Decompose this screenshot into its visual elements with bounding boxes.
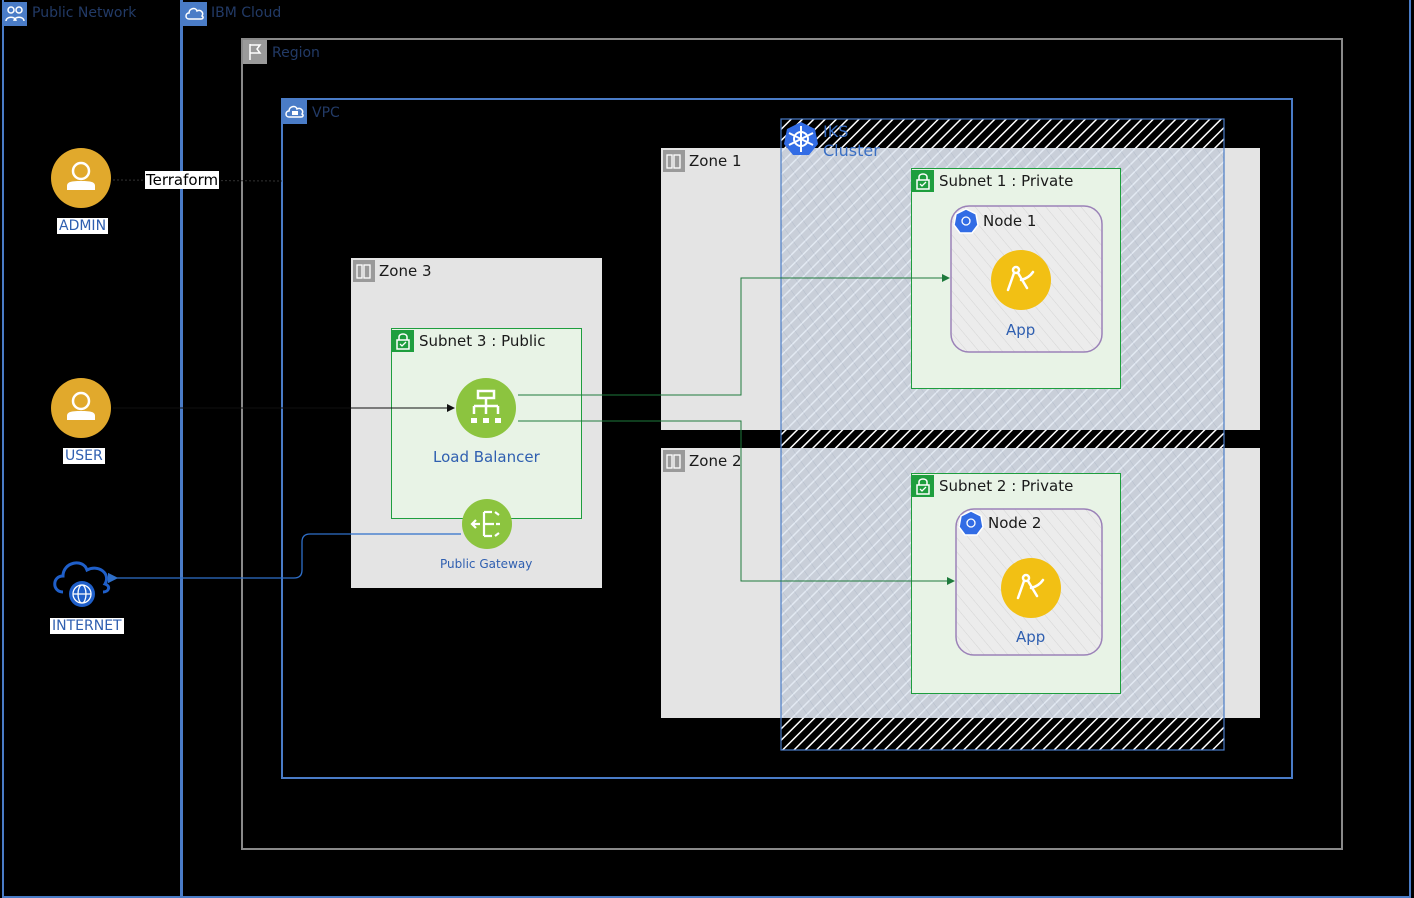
vpc-label: VPC (312, 105, 340, 121)
iks-cluster-label-line1: IKS (823, 122, 849, 141)
node-1-label: Node 1 (983, 212, 1037, 230)
user-label: USER (63, 448, 105, 464)
datacenter-icon (663, 150, 685, 172)
kubernetes-node-icon (953, 208, 979, 234)
app-2-label: App (1016, 628, 1046, 646)
user-icon (51, 378, 111, 438)
zone-2-label: Zone 2 (689, 452, 742, 470)
lb-to-node2-edge (518, 420, 955, 585)
datacenter-icon (663, 450, 685, 472)
compass-app-icon (991, 250, 1051, 310)
public-network-label: Public Network (32, 5, 137, 21)
terraform-edge-label: Terraform (145, 171, 220, 189)
gateway-icon (462, 499, 512, 549)
zone-3-label: Zone 3 (379, 262, 432, 280)
kubernetes-node-icon (958, 510, 984, 536)
lock-icon (392, 330, 414, 352)
kubernetes-icon (782, 120, 820, 158)
lb-to-node1-edge (518, 274, 950, 396)
user-icon (51, 148, 111, 208)
node-2-label: Node 2 (988, 514, 1042, 532)
vpc-container (281, 98, 1293, 779)
compass-app-icon (1001, 558, 1061, 618)
gateway-to-internet-edge (107, 533, 461, 584)
admin-label: ADMIN (57, 218, 109, 234)
people-network-icon (3, 2, 27, 26)
public-gateway-label: Public Gateway (440, 557, 533, 571)
flag-icon (243, 40, 267, 64)
app-1-label: App (1006, 321, 1036, 339)
ibm-cloud-label: IBM Cloud (211, 5, 282, 21)
region-container (241, 38, 1343, 850)
datacenter-icon (353, 260, 375, 282)
cloud-icon (183, 2, 207, 26)
iks-cluster-label-line2: Cluster (823, 141, 880, 160)
region-label: Region (272, 45, 320, 61)
internet-label: INTERNET (50, 618, 124, 634)
vpc-cloud-icon (283, 100, 307, 124)
subnet-2-label: Subnet 2 : Private (939, 477, 1074, 495)
load-balancer-label: Load Balancer (433, 448, 540, 466)
subnet-3-label: Subnet 3 : Public (419, 332, 546, 350)
lock-icon (912, 475, 934, 497)
zone-1-label: Zone 1 (689, 152, 742, 170)
lock-icon (912, 170, 934, 192)
globe-cloud-icon (49, 548, 115, 610)
subnet-1-label: Subnet 1 : Private (939, 172, 1074, 190)
load-balancer-icon (456, 378, 516, 438)
